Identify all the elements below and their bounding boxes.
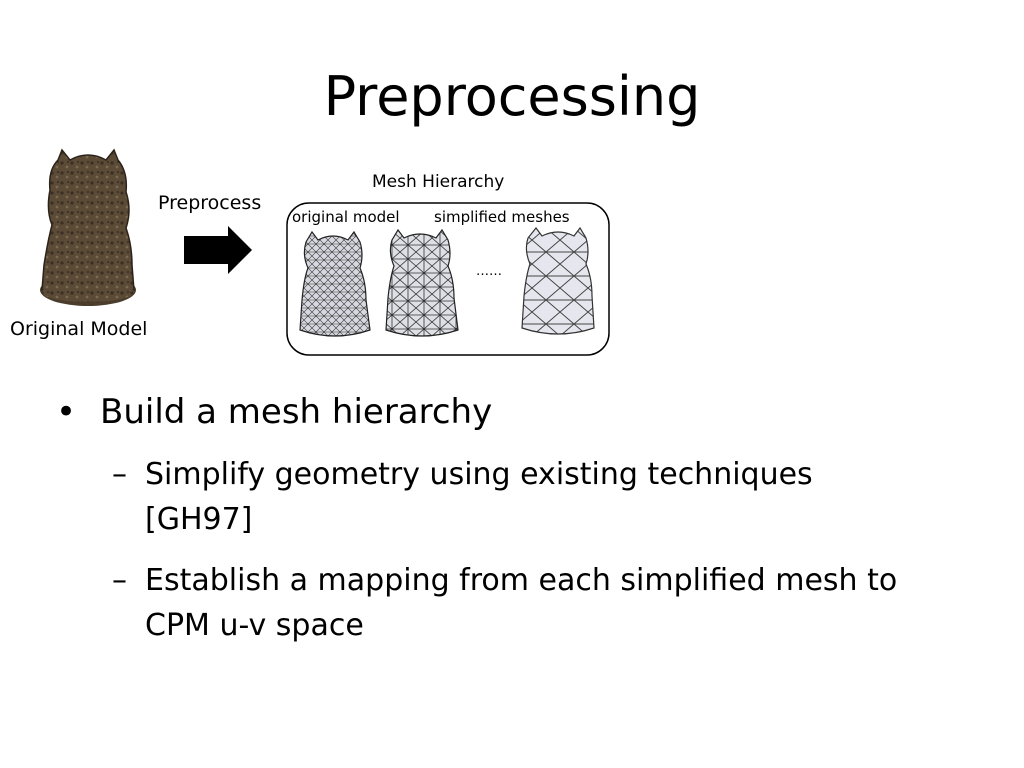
simplified-meshes-label: simplified meshes bbox=[434, 208, 570, 226]
dash-icon: – bbox=[112, 457, 127, 492]
original-model-label: Original Model bbox=[10, 318, 148, 340]
bullet-1-text: Build a mesh hierarchy bbox=[100, 392, 493, 432]
ellipsis-label: …… bbox=[476, 264, 502, 279]
slide-title: Preprocessing bbox=[323, 65, 701, 128]
sub-bullet-2-text: Establish a mapping from each simplified… bbox=[145, 563, 898, 643]
mesh-simplified-coarse bbox=[521, 226, 595, 335]
right-arrow-icon bbox=[184, 226, 252, 274]
sub-bullet-1-text: Simplify geometry using existing techniq… bbox=[145, 457, 813, 537]
preprocess-label: Preprocess bbox=[158, 192, 262, 214]
dash-icon: – bbox=[112, 563, 127, 598]
hierarchy-box bbox=[286, 202, 610, 356]
mesh-simplified-1 bbox=[385, 228, 459, 337]
original-mesh-label: original model bbox=[292, 208, 400, 226]
mesh-original bbox=[299, 230, 371, 337]
mesh-hierarchy-label: Mesh Hierarchy bbox=[372, 172, 505, 192]
original-model-statue bbox=[40, 148, 136, 306]
bullet-dot-icon: • bbox=[56, 392, 77, 432]
